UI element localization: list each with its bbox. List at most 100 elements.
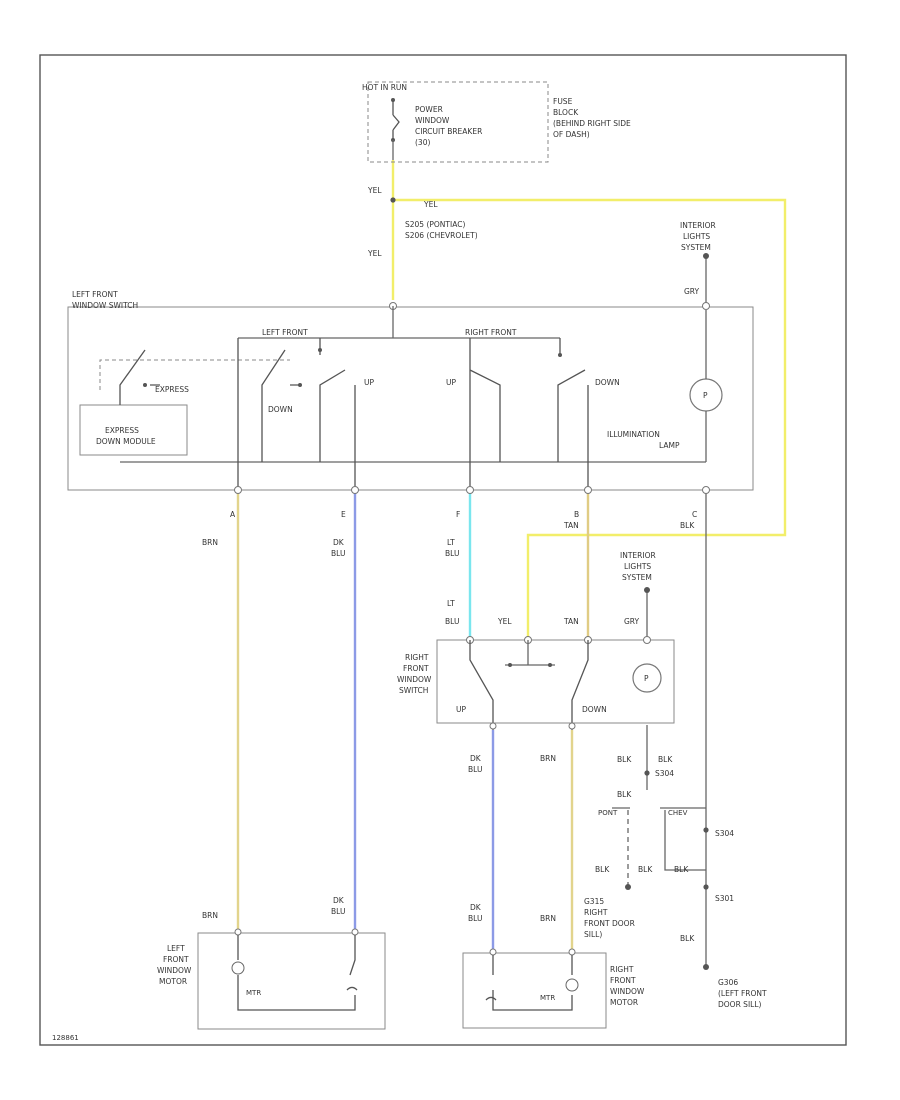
label-mtr-2: MTR: [540, 994, 555, 1002]
label-hot-in-run: HOT IN RUN: [362, 83, 407, 92]
rf-motor-breaker-icon: [485, 996, 497, 1001]
int-lights-node-2: [644, 587, 650, 593]
label-blu-5: BLU: [331, 907, 345, 916]
label-int-lights-2b: LIGHTS: [624, 562, 651, 571]
label-blk-4: BLK: [617, 790, 632, 799]
label-lf-motor-4: MOTOR: [159, 977, 187, 986]
label-pin-f: F: [456, 510, 460, 519]
int-lights-node-1: [703, 253, 709, 259]
label-up-1: UP: [364, 378, 374, 387]
label-lf-motor-3: WINDOW: [157, 966, 192, 975]
wire-yel: [391, 160, 787, 640]
label-rf-switch-2: FRONT: [403, 664, 429, 673]
label-dk-3: DK: [333, 896, 345, 905]
label-rf-motor-2: FRONT: [610, 976, 636, 985]
label-fuse-3: (BEHIND RIGHT SIDE: [553, 119, 631, 128]
lf-up-switch: [319, 338, 356, 490]
label-pin-b: B: [574, 510, 579, 519]
label-rf-motor-4: MOTOR: [610, 998, 638, 1007]
label-breaker-4: (30): [415, 138, 430, 147]
label-illum-2: LAMP: [659, 441, 680, 450]
lf-switch-power-bus: [238, 306, 560, 339]
label-lt-1: LT: [447, 538, 455, 547]
label-up-3: UP: [456, 705, 466, 714]
label-g306-3: DOOR SILL): [718, 1000, 762, 1009]
label-rf-switch-1: RIGHT: [405, 653, 429, 662]
ground-g306: [703, 964, 709, 970]
lf-motor-symbol: [231, 961, 245, 975]
label-right-front: RIGHT FRONT: [465, 328, 517, 337]
label-s304: S304: [655, 769, 674, 778]
label-tan-1: TAN: [563, 521, 579, 530]
lf-switch-contact-1: [298, 383, 302, 387]
label-lf-switch-1: LEFT FRONT: [72, 290, 118, 299]
rf-window-motor-box: [462, 952, 607, 1029]
rf-illumination-lamp-symbol: P: [644, 674, 649, 683]
rf-switch-up-contact: [469, 640, 494, 730]
label-fuse-4: OF DASH): [553, 130, 590, 139]
label-int-lights-1c: SYSTEM: [681, 243, 711, 252]
label-yel-c: YEL: [367, 249, 382, 258]
label-splice-2: S206 (CHEVROLET): [405, 231, 478, 240]
label-rf-switch-4: SWITCH: [399, 686, 428, 695]
label-blk-8: BLK: [680, 934, 695, 943]
express-switch: [119, 349, 160, 405]
label-blu-4: BLU: [468, 765, 482, 774]
label-breaker-2: WINDOW: [415, 116, 450, 125]
label-left-front: LEFT FRONT: [262, 328, 308, 337]
lf-motor-winding: [237, 935, 356, 1011]
express-linkage: [99, 359, 290, 390]
label-gry-2: GRY: [624, 617, 640, 626]
label-express-module-1: EXPRESS: [105, 426, 139, 435]
lf-illumination-lamp-symbol: P: [703, 391, 708, 400]
splice-s205: [390, 197, 396, 203]
label-g315-4: SILL): [584, 930, 602, 939]
splice-s304b: [703, 827, 709, 833]
label-blu-3: BLU: [445, 617, 459, 626]
label-gry-1: GRY: [684, 287, 700, 296]
label-g315-2: RIGHT: [584, 908, 608, 917]
rf-motor-winding: [492, 955, 573, 1011]
rf-switch-bus-dot-2: [548, 663, 552, 667]
label-down-1: DOWN: [268, 405, 293, 414]
connector-pin-f: [466, 486, 474, 494]
label-blk-3: BLK: [658, 755, 673, 764]
connector-pin-b: [584, 486, 592, 494]
rf-motor-conn-2: [568, 948, 576, 956]
label-tan-2: TAN: [563, 617, 579, 626]
circuit-breaker-symbol: [392, 100, 400, 140]
label-pin-c: C: [692, 510, 697, 519]
fuse-block-outline: [367, 81, 549, 163]
label-pont: PONT: [598, 809, 618, 817]
label-brn-4: BRN: [540, 914, 556, 923]
label-g315-1: G315: [584, 897, 604, 906]
label-blu-2: BLU: [445, 549, 459, 558]
label-mtr-1: MTR: [246, 989, 261, 997]
label-fuse-2: BLOCK: [553, 108, 579, 117]
label-g315-3: FRONT DOOR: [584, 919, 635, 928]
rf-down-switch-remote: [557, 338, 589, 490]
diagram-frame: [39, 54, 847, 1046]
label-down-3: DOWN: [582, 705, 607, 714]
wire-blk-chev: [664, 810, 706, 871]
connector-pin-a: [234, 486, 242, 494]
label-breaker-1: POWER: [415, 105, 443, 114]
rf-switch-contact-1: [558, 353, 562, 357]
rf-sw-bottom-conn-1: [489, 722, 497, 730]
label-brn-3: BRN: [202, 911, 218, 920]
label-blk-7: BLK: [674, 865, 689, 874]
label-s304b: S304: [715, 829, 734, 838]
splice-s304: [644, 770, 650, 776]
label-s301: S301: [715, 894, 734, 903]
express-switch-contact: [143, 383, 147, 387]
label-blu-1: BLU: [331, 549, 345, 558]
rf-up-switch-remote: [469, 338, 501, 490]
express-down-module: [79, 404, 188, 456]
lf-switch-contact-2: [318, 348, 322, 352]
circuit-breaker-terminal-top: [391, 98, 395, 102]
rf-switch-down-contact: [571, 640, 589, 730]
label-lf-switch-2: WINDOW SWITCH: [72, 301, 138, 310]
label-up-2: UP: [446, 378, 456, 387]
lf-window-switch-box: [67, 306, 754, 491]
